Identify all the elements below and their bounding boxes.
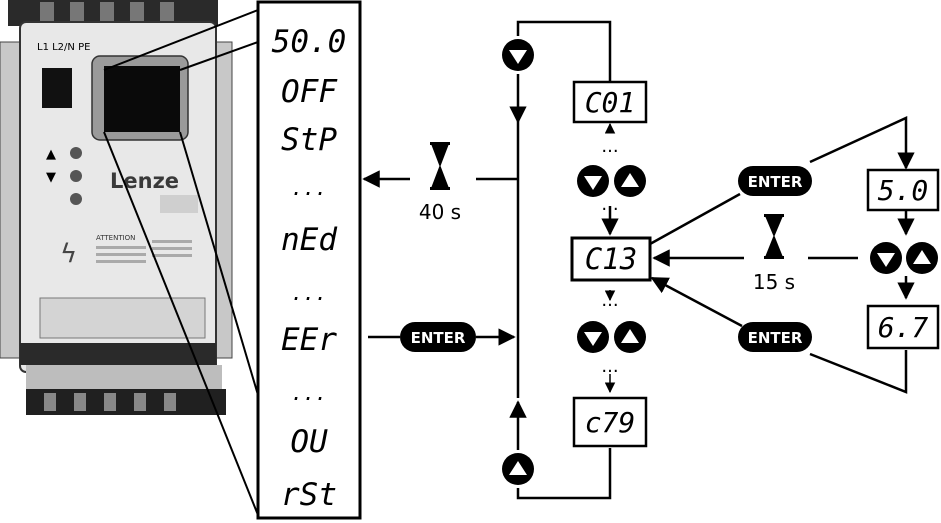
up-key-icon[interactable] (502, 453, 534, 485)
warning-bolt-icon: ϟ (60, 239, 77, 269)
param-code: c79 (585, 406, 636, 439)
dot-connectors: ... ... ... ... (601, 136, 618, 377)
down-key-glyph: ▼ (46, 170, 56, 185)
enter-label: ENTER (748, 329, 803, 347)
hourglass-icon (430, 142, 450, 190)
down-key-icon[interactable] (577, 321, 609, 353)
display-ellipsis: ... (291, 381, 327, 405)
up-key-icon[interactable] (614, 321, 646, 353)
dots: ... (601, 136, 618, 157)
enter-key-icon (70, 193, 82, 205)
attention-label: ATTENTION (96, 234, 135, 242)
drive-device: L1 L2/N PE ▲ ▼ Lenze ϟ ATTENTION (0, 0, 233, 415)
enter-button[interactable]: ENTER (738, 322, 812, 352)
param-box-c79: c79 (572, 396, 648, 448)
param-box-c13: C13 (570, 236, 652, 282)
display-item: 50.0 (272, 24, 347, 60)
down-key-icon[interactable] (502, 39, 534, 71)
timer-40s-label: 40 s (419, 200, 461, 224)
display-item: OFF (281, 74, 338, 110)
param-code: C13 (585, 242, 637, 276)
up-key-icon[interactable] (906, 242, 938, 274)
hourglass-icon (764, 214, 784, 259)
down-key-icon[interactable] (577, 165, 609, 197)
up-key-icon[interactable] (614, 165, 646, 197)
param-box-c01: C01 (572, 80, 648, 124)
value-code: 6.7 (878, 311, 929, 344)
down-key-icon (70, 170, 82, 182)
display-item: nEd (281, 222, 337, 258)
device-display (104, 66, 180, 132)
flow-lines (362, 20, 915, 500)
param-code: C01 (585, 86, 636, 119)
display-list-panel: 50.0 OFF StP ... nEd ... EEr ... OU rSt (256, 0, 362, 520)
display-item: StP (281, 122, 337, 158)
dots: ... (601, 356, 618, 377)
display-item: rSt (281, 477, 337, 513)
value-code: 5.0 (878, 174, 929, 207)
zoom-lines (103, 9, 259, 516)
dots: ... (601, 290, 618, 311)
down-key-icon[interactable] (870, 242, 902, 274)
display-ellipsis: ... (291, 281, 327, 305)
dots: ... (601, 194, 618, 215)
up-key-icon (70, 147, 82, 159)
terminal-labels: L1 L2/N PE (37, 42, 90, 53)
enter-label: ENTER (748, 173, 803, 191)
value-box-bottom: 6.7 (866, 304, 940, 350)
enter-button[interactable]: ENTER (738, 166, 812, 196)
up-key-glyph: ▲ (46, 147, 56, 162)
enter-label: ENTER (411, 329, 466, 347)
value-box-top: 5.0 (866, 168, 940, 212)
timer-15s-label: 15 s (753, 270, 795, 294)
display-item: OU (290, 424, 328, 460)
enter-button[interactable]: ENTER (400, 322, 476, 352)
display-ellipsis: ... (291, 176, 327, 200)
display-item: EEr (281, 322, 337, 358)
